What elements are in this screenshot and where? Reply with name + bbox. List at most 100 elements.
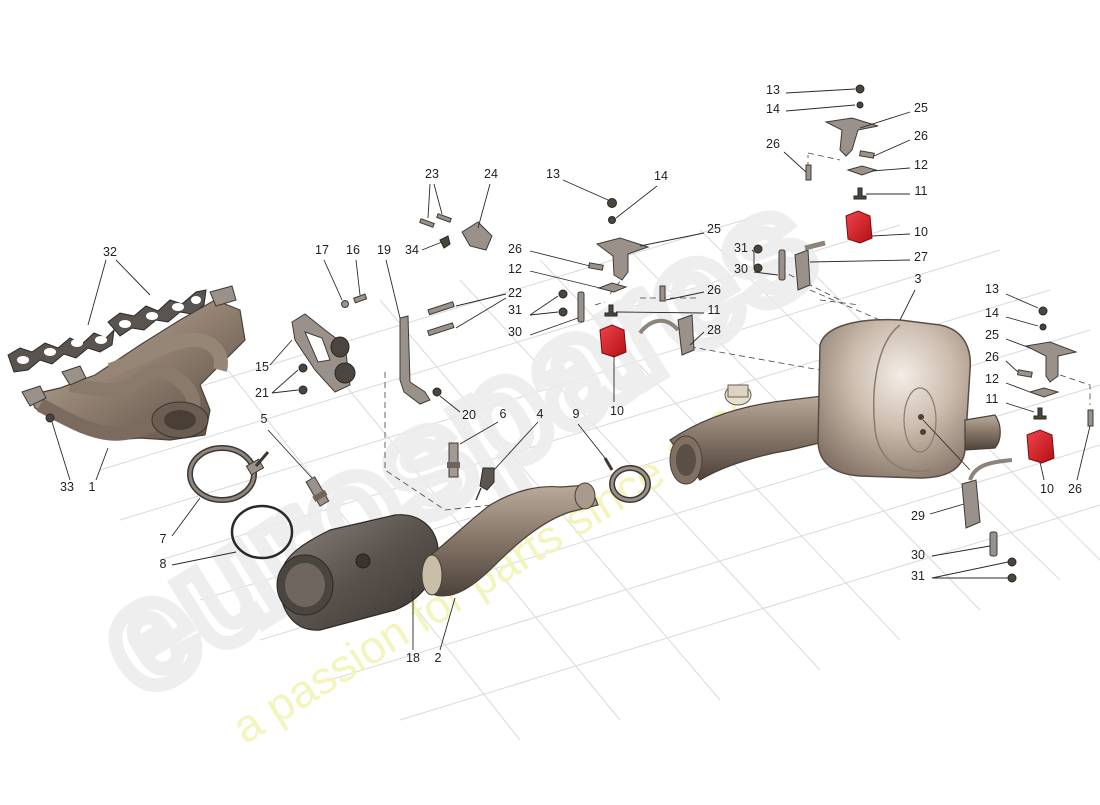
callout-label[interactable]: 31 <box>911 569 925 583</box>
part-16-screw <box>353 293 368 304</box>
callout-label[interactable]: 4 <box>537 407 544 421</box>
callout-label[interactable]: 9 <box>573 407 580 421</box>
part-13-nut-center <box>607 198 617 208</box>
callout-label[interactable]: 23 <box>425 167 439 181</box>
part-15-bracket <box>291 313 356 393</box>
callout-label[interactable]: 10 <box>610 404 624 418</box>
part-3-rear-silencer <box>669 318 1001 485</box>
part-27-hanger <box>794 240 826 291</box>
part-31-nut-upper-a <box>753 244 763 254</box>
callout-label[interactable]: 12 <box>508 262 522 276</box>
part-11-bolt-center <box>604 304 618 317</box>
part-26-screw-right-a <box>1017 369 1033 378</box>
callout-label[interactable]: 8 <box>160 557 167 571</box>
part-33-nut <box>45 413 55 423</box>
callout-label[interactable]: 5 <box>261 412 268 426</box>
callout-label[interactable]: 20 <box>462 408 476 422</box>
part-10-rubber-mount-right[interactable] <box>1026 429 1055 464</box>
callout-label[interactable]: 11 <box>915 184 928 198</box>
callout-label[interactable]: 34 <box>405 243 419 257</box>
callout-label[interactable]: 26 <box>707 283 721 297</box>
part-18-catalytic-converter <box>276 514 439 631</box>
callout-label[interactable]: 17 <box>315 243 329 257</box>
callout-label[interactable]: 22 <box>508 286 522 300</box>
callout-label[interactable]: 30 <box>911 548 925 562</box>
callout-label[interactable]: 10 <box>1040 482 1054 496</box>
callout-label[interactable]: 27 <box>914 250 928 264</box>
callout-label[interactable]: 14 <box>654 169 668 183</box>
callout-label[interactable]: 21 <box>255 386 269 400</box>
callout-label[interactable]: 26 <box>1068 482 1082 496</box>
part-30-plate-right <box>989 531 998 557</box>
part-20-nut <box>432 387 442 397</box>
callout-label[interactable]: 25 <box>985 328 999 342</box>
part-30-plate-center <box>577 291 585 323</box>
part-22-stud-a <box>427 301 455 316</box>
callout-label[interactable]: 26 <box>914 129 928 143</box>
part-6-lambda-sensor <box>447 442 460 478</box>
callout-label[interactable]: 30 <box>508 325 522 339</box>
part-14-washer-center <box>608 216 616 224</box>
part-14-washer-upper <box>856 101 864 109</box>
callout-label[interactable]: 32 <box>103 245 117 259</box>
part-1-exhaust-manifold <box>21 285 246 441</box>
part-13-nut-right <box>1038 306 1048 316</box>
part-11-bolt-upper <box>853 187 867 200</box>
part-25-hanger-bracket-right <box>1024 341 1078 383</box>
part-12-plate-center <box>597 282 628 293</box>
part-17-washer <box>341 300 349 308</box>
callout-label[interactable]: 16 <box>346 243 360 257</box>
part-26-screw-upper-a <box>859 150 875 159</box>
callout-label[interactable]: 19 <box>377 243 391 257</box>
part-25-hanger-bracket-center <box>595 237 650 281</box>
callout-label[interactable]: 29 <box>911 509 925 523</box>
callout-label[interactable]: 25 <box>914 101 928 115</box>
part-31-nut-center-a <box>558 289 568 299</box>
callout-label[interactable]: 24 <box>484 167 498 181</box>
callout-label[interactable]: 2 <box>435 651 442 665</box>
callout-label[interactable]: 11 <box>708 303 721 317</box>
callout-label[interactable]: 15 <box>255 360 269 374</box>
callout-label[interactable]: 13 <box>546 167 560 181</box>
part-26-screw-right-b <box>1087 409 1094 427</box>
callout-label[interactable]: 12 <box>985 372 999 386</box>
callout-label[interactable]: 28 <box>707 323 721 337</box>
part-25-hanger-bracket-upper <box>824 117 879 157</box>
callout-label[interactable]: 14 <box>766 102 780 116</box>
callout-label[interactable]: 30 <box>734 262 748 276</box>
callout-label[interactable]: 13 <box>766 83 780 97</box>
callout-label[interactable]: 14 <box>985 306 999 320</box>
part-22-stud-b <box>427 322 455 337</box>
callout-label[interactable]: 7 <box>160 532 167 546</box>
callout-label[interactable]: 12 <box>914 158 928 172</box>
callout-label[interactable]: 25 <box>707 222 721 236</box>
callout-label[interactable]: 11 <box>986 392 999 406</box>
callout-label[interactable]: 26 <box>985 350 999 364</box>
callout-label[interactable]: 33 <box>60 480 74 494</box>
part-31-nut-upper-b <box>753 263 763 273</box>
part-31-nut-right-b <box>1007 573 1017 583</box>
part-23-screw-a <box>419 218 435 228</box>
part-14-washer-right <box>1039 323 1047 331</box>
callout-label[interactable]: 31 <box>734 241 748 255</box>
part-9-pipe-clamp <box>603 457 651 503</box>
part-19-support-bracket <box>399 315 431 405</box>
callout-label[interactable]: 13 <box>985 282 999 296</box>
callout-label[interactable]: 3 <box>915 272 922 286</box>
callout-label[interactable]: 18 <box>406 651 420 665</box>
part-10-rubber-mount-center[interactable] <box>599 324 627 358</box>
callout-label[interactable]: 10 <box>914 225 928 239</box>
part-24-bracket <box>461 221 493 251</box>
callout-label[interactable]: 6 <box>500 407 507 421</box>
part-34-clip <box>439 235 451 249</box>
callout-label[interactable]: 31 <box>508 303 522 317</box>
part-26-screw-center-a <box>588 262 604 271</box>
callout-labels: 32 1 33 17 16 19 23 24 34 22 15 21 20 5 … <box>60 83 1082 665</box>
callout-label[interactable]: 26 <box>766 137 780 151</box>
callout-label[interactable]: 1 <box>89 480 96 494</box>
part-10-rubber-mount-upper[interactable] <box>845 210 873 244</box>
part-21-nut-b <box>298 385 308 395</box>
leader-lines <box>51 88 1091 651</box>
callout-label[interactable]: 26 <box>508 242 522 256</box>
